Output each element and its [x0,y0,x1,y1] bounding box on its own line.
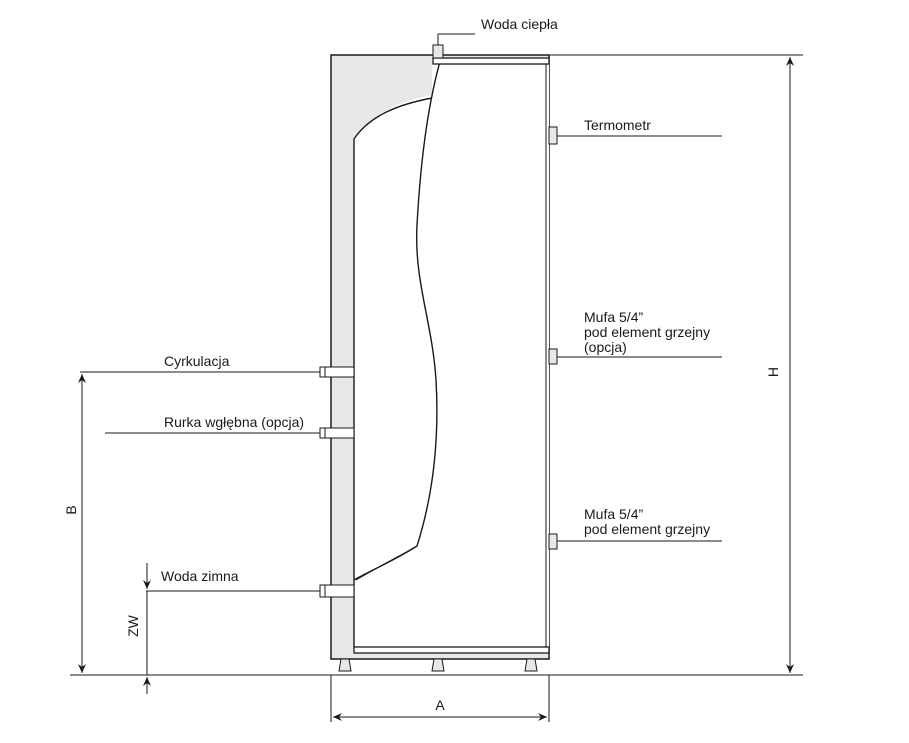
dimension-h: H [765,57,794,673]
dimension-h-label: H [765,367,781,377]
heater-socket-optional-label-2: pod element grzejny [584,324,710,340]
dimension-zw-label: ZW [125,614,141,637]
sensor-tube-fitting [105,427,355,439]
dimension-zw: ZW [125,563,151,694]
heater-socket-fitting [548,533,722,550]
sensor-tube-label: Rurka wgłębna (opcja) [164,414,304,430]
dimension-a-label: A [435,697,445,713]
heater-socket-label-2: pod element grzejny [584,521,710,537]
heater-socket-optional-fitting [548,348,722,365]
tank-cutaway [353,57,549,647]
hot-water-label: Woda ciepła [481,16,558,32]
bottom-plate [353,646,550,654]
cold-water-fitting [146,584,355,598]
thermometer-fitting [548,126,722,145]
circulation-fitting [80,366,355,378]
thermometer-label: Termometr [584,117,651,133]
cold-water-label: Woda zimna [161,568,239,584]
dimension-b: B [63,374,86,673]
dimension-b-label: B [63,505,79,514]
heater-socket-label-1: Mufa 5/4” [584,506,643,522]
tank-feet [338,658,538,672]
heater-socket-optional-label-3: (opcja) [584,339,627,355]
dimension-a: A [333,697,547,721]
top-plate [432,57,550,65]
heater-socket-optional-label-1: Mufa 5/4” [584,309,643,325]
hot-water-outlet [432,33,475,59]
circulation-label: Cyrkulacja [164,353,230,369]
